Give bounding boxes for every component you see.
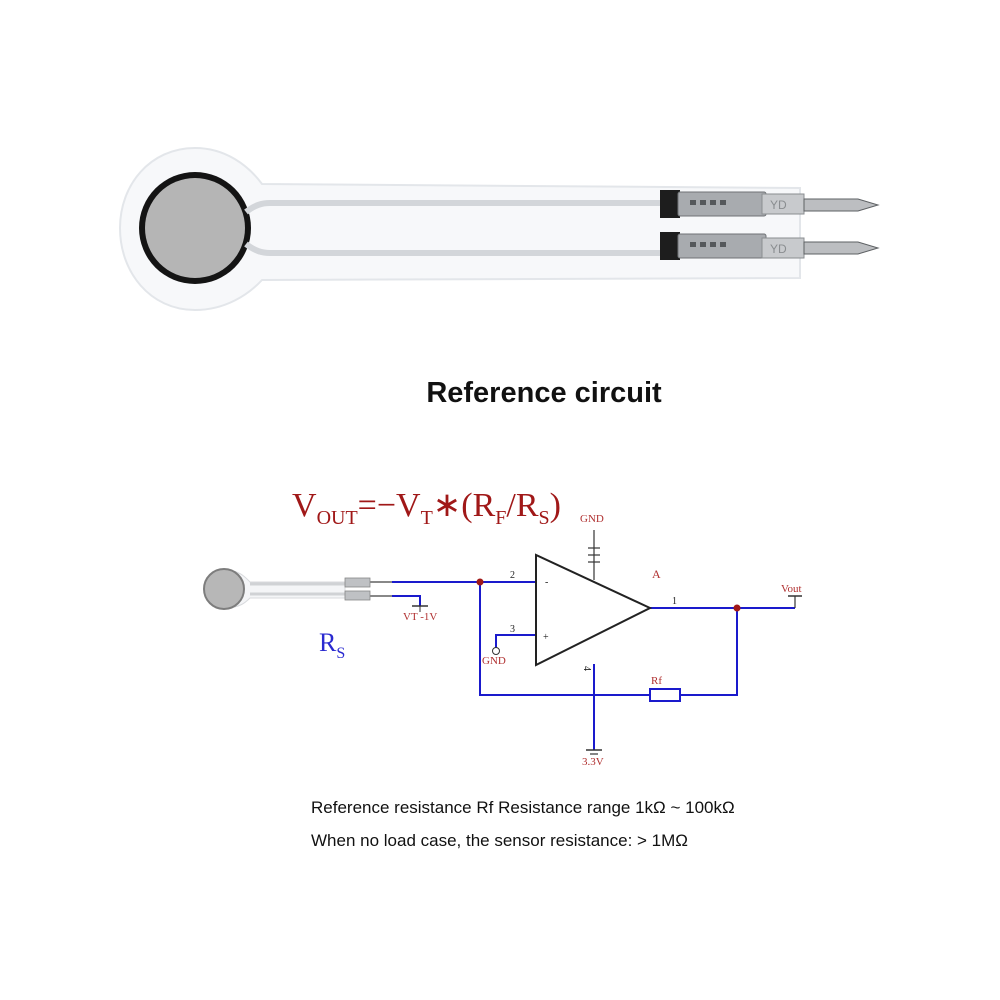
junction-node-input [476, 578, 484, 586]
gnd-left-terminal [492, 647, 500, 655]
note-sensor-resistance: When no load case, the sensor resistance… [311, 831, 688, 850]
pin-2-label: 2 [510, 570, 515, 581]
vout-label: Vout [781, 583, 802, 595]
gnd-top-label: GND [580, 513, 604, 525]
top-gnd-symbol [588, 530, 600, 580]
rf-resistor [649, 688, 681, 702]
diagram-title: Reference circuit [426, 377, 662, 409]
sensor-mark-bottom: YD [770, 242, 787, 256]
connector-housing-top [660, 190, 680, 218]
op-amp-triangle [535, 553, 653, 667]
connector-pin-top [803, 198, 880, 212]
formula: VOUT=−VT∗(RF/RS) [292, 487, 561, 529]
pin-1-label: 1 [672, 596, 677, 607]
connector-housing-bottom [660, 232, 680, 260]
note-rf-range: Reference resistance Rf Resistance range… [311, 798, 735, 817]
sensor-active-area-inner [145, 178, 245, 278]
sensor-mark-top: YD [770, 198, 787, 212]
vt-label: VT -1V [403, 611, 437, 623]
sensor-trace-bottom [244, 241, 668, 256]
sensor-trace-top [244, 200, 668, 215]
junction-node-output [733, 604, 741, 612]
pin-3-label: 3 [510, 624, 515, 635]
pin-4-label: 4 [581, 666, 592, 671]
connector-pin-bottom [803, 241, 880, 255]
vt-source-symbol [412, 605, 428, 612]
amp-label: A [652, 567, 661, 581]
fsr-sensor-photo: YD YD [118, 146, 880, 312]
rs-label: RS [319, 628, 345, 662]
rf-label: Rf [651, 675, 662, 687]
sensor-symbol [203, 568, 392, 610]
supply-label: 3.3V [582, 756, 604, 768]
gnd-left-label: GND [482, 655, 506, 667]
vout-terminal [788, 595, 802, 608]
op-amp-minus-sign: - [545, 577, 548, 588]
op-amp-plus-sign: + [543, 632, 549, 643]
supply-symbol [586, 749, 602, 755]
sensor-film [118, 146, 801, 312]
